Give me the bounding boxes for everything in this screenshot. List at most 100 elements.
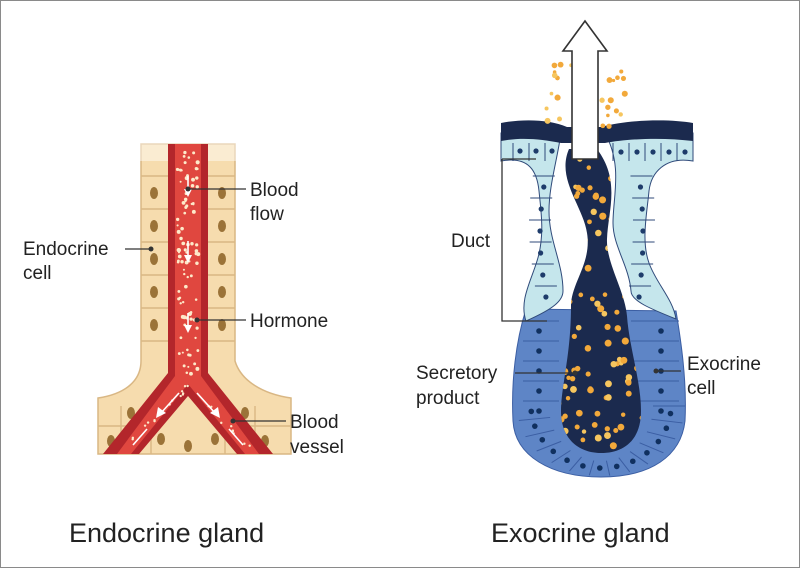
released-granule <box>606 77 613 84</box>
secretory-granule <box>564 241 570 247</box>
hormone-particle <box>179 236 183 241</box>
exocrine-duct-cells-left <box>500 132 564 322</box>
hormone-particle <box>175 217 180 222</box>
secretory-granule <box>614 309 620 315</box>
secretory-granule <box>604 339 612 347</box>
secretory-cell-border <box>536 440 562 452</box>
hormone-particle <box>195 366 200 371</box>
secretory-granule <box>589 296 595 302</box>
secretory-nucleus <box>629 458 636 465</box>
label-blood-flow-line2: flow <box>250 204 284 225</box>
hormone-particle <box>248 444 251 447</box>
secretory-nucleus <box>536 408 542 414</box>
duct-nucleus <box>538 250 544 256</box>
hormone-particle <box>190 183 195 188</box>
secretory-granule <box>591 421 598 428</box>
label-duct: Duct <box>451 231 491 252</box>
secretory-nucleus <box>613 463 620 470</box>
secretory-granule <box>561 249 567 255</box>
hormone-particle <box>195 176 199 180</box>
secretory-granule <box>597 305 605 313</box>
hormone-particle <box>196 167 199 171</box>
secretory-nucleus <box>536 388 542 394</box>
endocrine-nucleus <box>218 220 226 232</box>
released-granule <box>619 69 624 74</box>
endocrine-nucleus <box>150 253 158 265</box>
secretory-nucleus <box>658 408 664 414</box>
endocrine-nucleus <box>184 440 192 452</box>
secretory-granule <box>574 365 581 372</box>
hormone-particle <box>179 336 183 340</box>
released-granule <box>618 112 623 117</box>
secretory-cell-border <box>518 416 551 422</box>
secretory-granule <box>569 375 576 382</box>
hormone-particle <box>187 365 190 368</box>
hormone-particle <box>186 348 189 352</box>
hormone-particle <box>180 169 183 172</box>
hormone-particle <box>182 155 186 158</box>
secretory-granule <box>609 442 617 450</box>
secretory-cell-border <box>551 450 571 464</box>
secretory-granule <box>599 196 607 204</box>
secretory-granule <box>568 196 574 203</box>
secretory-granule <box>625 379 632 386</box>
duct-nucleus <box>634 149 640 155</box>
hormone-particle <box>176 224 179 227</box>
hormone-particle <box>194 249 199 253</box>
hormone-particle <box>191 202 195 205</box>
hormone-particle <box>181 200 186 205</box>
hormone-particle <box>177 289 181 293</box>
secretory-cell-border <box>525 429 555 438</box>
hormone-particle <box>186 384 189 388</box>
secretory-granule <box>580 437 586 443</box>
secretory-granule <box>587 185 593 191</box>
hormone-particle <box>194 298 198 301</box>
secretory-granule <box>587 386 593 392</box>
hormone-particle <box>180 390 184 393</box>
hormone-particle <box>187 156 191 159</box>
secretory-granule <box>614 325 622 332</box>
secretory-granule <box>605 245 612 252</box>
secretory-granule <box>617 423 625 431</box>
hormone-particle <box>195 261 199 265</box>
exocrine-leaders <box>501 158 681 376</box>
secretory-granule <box>601 310 608 317</box>
secretory-granule <box>565 144 569 148</box>
endocrine-gland-title: Endocrine gland <box>69 518 264 548</box>
released-granule <box>549 91 554 96</box>
released-granule <box>607 97 614 104</box>
released-granule <box>621 90 628 97</box>
secretory-granule <box>561 177 566 184</box>
secretory-nucleus <box>655 438 662 445</box>
secretory-cell-border <box>618 457 631 473</box>
endocrine-nucleus <box>218 187 226 199</box>
secretory-granule <box>622 293 628 300</box>
exocrine-illustration <box>500 19 694 478</box>
secretory-nucleus <box>532 423 538 429</box>
hormone-particle <box>179 394 182 398</box>
released-granule <box>551 72 558 79</box>
released-secretory-granules <box>544 61 628 129</box>
endocrine-nuclei <box>107 187 269 452</box>
hormone-particle <box>176 229 181 234</box>
secretory-nucleus <box>550 448 557 455</box>
secretory-cell-border <box>646 431 676 440</box>
secretory-granule <box>621 337 629 345</box>
label-endocrine-cell-line1: Endocrine <box>23 239 109 260</box>
hormone-particle <box>195 185 199 189</box>
released-granule <box>620 75 627 82</box>
hormone-particle <box>183 385 187 388</box>
secretion-direction-arrow <box>561 19 609 160</box>
duct-nucleus <box>637 184 644 190</box>
hormone-particle <box>184 284 188 289</box>
endocrine-illustration <box>97 139 292 455</box>
secretory-granule <box>561 238 568 245</box>
secretory-granule <box>594 300 601 307</box>
secretory-granule <box>575 184 582 191</box>
hormone-particle <box>182 364 186 368</box>
hormone-particle <box>143 424 147 427</box>
secretory-granule <box>608 175 614 182</box>
hormone-particle <box>193 362 197 366</box>
label-blood-vessel-line2: vessel <box>290 437 344 458</box>
